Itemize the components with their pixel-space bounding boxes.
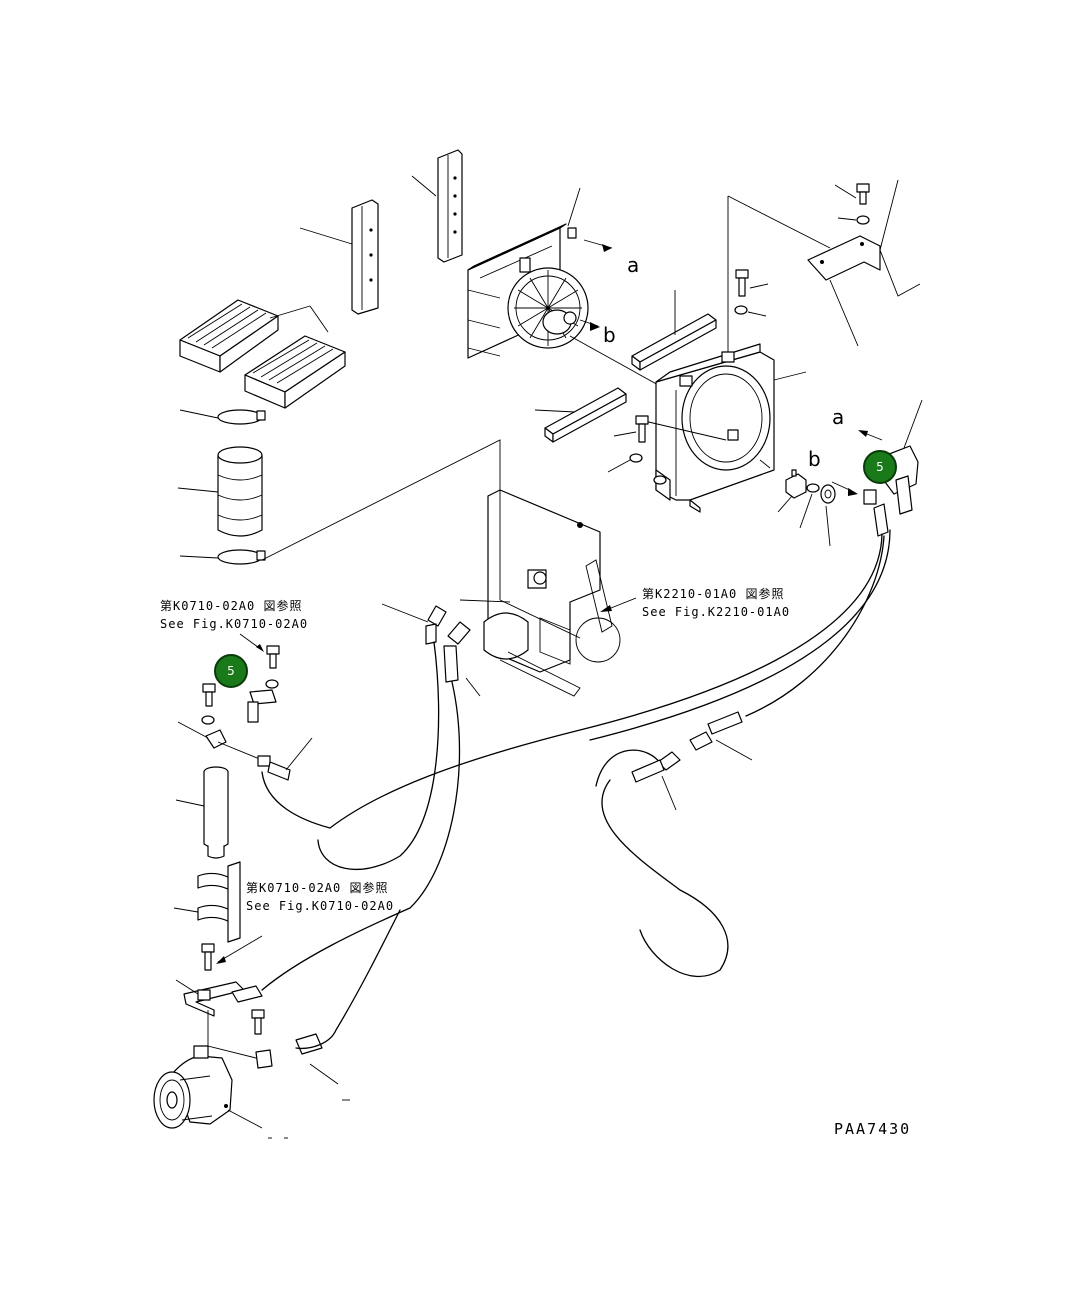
ref-k2210-jp: 第K2210-01A0 図参照 [642,586,784,601]
elbow-fitting-1 [425,605,447,645]
nut-shroud [653,475,667,485]
seal-strip-tall [437,149,463,263]
seal-strip-short [351,199,379,315]
arrow-label-b-fan: b [603,323,616,347]
ac-compressor [153,1045,233,1129]
nut-right [820,484,836,504]
ref-k0710-mid-jp: 第K0710-02A0 図参照 [246,880,388,895]
compressor-bracket [183,981,263,1017]
heater-unit [483,489,621,697]
bracket-left [247,689,277,723]
callout-marker-5-left-label: 5 [227,664,235,678]
bolt-top-right [856,183,870,225]
bolt-left-2 [201,683,216,725]
rubber-hose [217,446,263,537]
bolt-shroud [734,269,749,315]
hose-fitting-compressor [255,1033,323,1069]
arrow-label-b-right: b [808,447,821,471]
inline-fitting-2 [689,711,743,751]
foam-strip-lower [544,387,627,443]
ref-k0710-top-en: See Fig.K0710-02A0 [160,617,308,631]
dryer-bracket [205,729,227,749]
bracket-top-right [807,235,881,281]
hose-fitting-right [863,489,889,537]
receiver-dryer-left [203,766,229,859]
callout-marker-5-left[interactable]: 5 [214,654,248,688]
callout-marker-5-right-label: 5 [876,460,884,474]
arrow-label-a-fan: a [627,253,639,277]
foam-strip-upper [631,313,717,371]
ref-k0710-top-jp: 第K0710-02A0 図参照 [160,598,302,613]
ac-hose-main [261,529,891,1050]
relay [785,469,807,499]
bolt-shroud-left [629,415,649,463]
radiator-shroud [655,343,775,513]
bolt-left-3 [201,943,215,971]
inline-fitting-1 [631,751,681,783]
bolt-left-1 [265,645,280,689]
air-filter-left [179,299,279,373]
condenser-fan-assembly [467,223,589,359]
elbow-fitting-2 [443,621,471,683]
dryer-clamp-bracket [197,861,241,943]
callout-marker-5-right[interactable]: 5 [863,450,897,484]
hose-clamp-lower [217,549,266,565]
ref-k0710-mid-en: See Fig.K0710-02A0 [246,899,394,913]
drawing-code: PAA7430 [834,1120,911,1138]
ref-k2210-en: See Fig.K2210-01A0 [642,605,790,619]
arrow-label-a-right: a [832,405,844,429]
bolt-left-4 [251,1009,265,1035]
hose-fitting-left [257,755,291,781]
washer-right [806,483,820,493]
air-filter-right [244,335,346,409]
hose-clamp-upper [217,409,266,425]
